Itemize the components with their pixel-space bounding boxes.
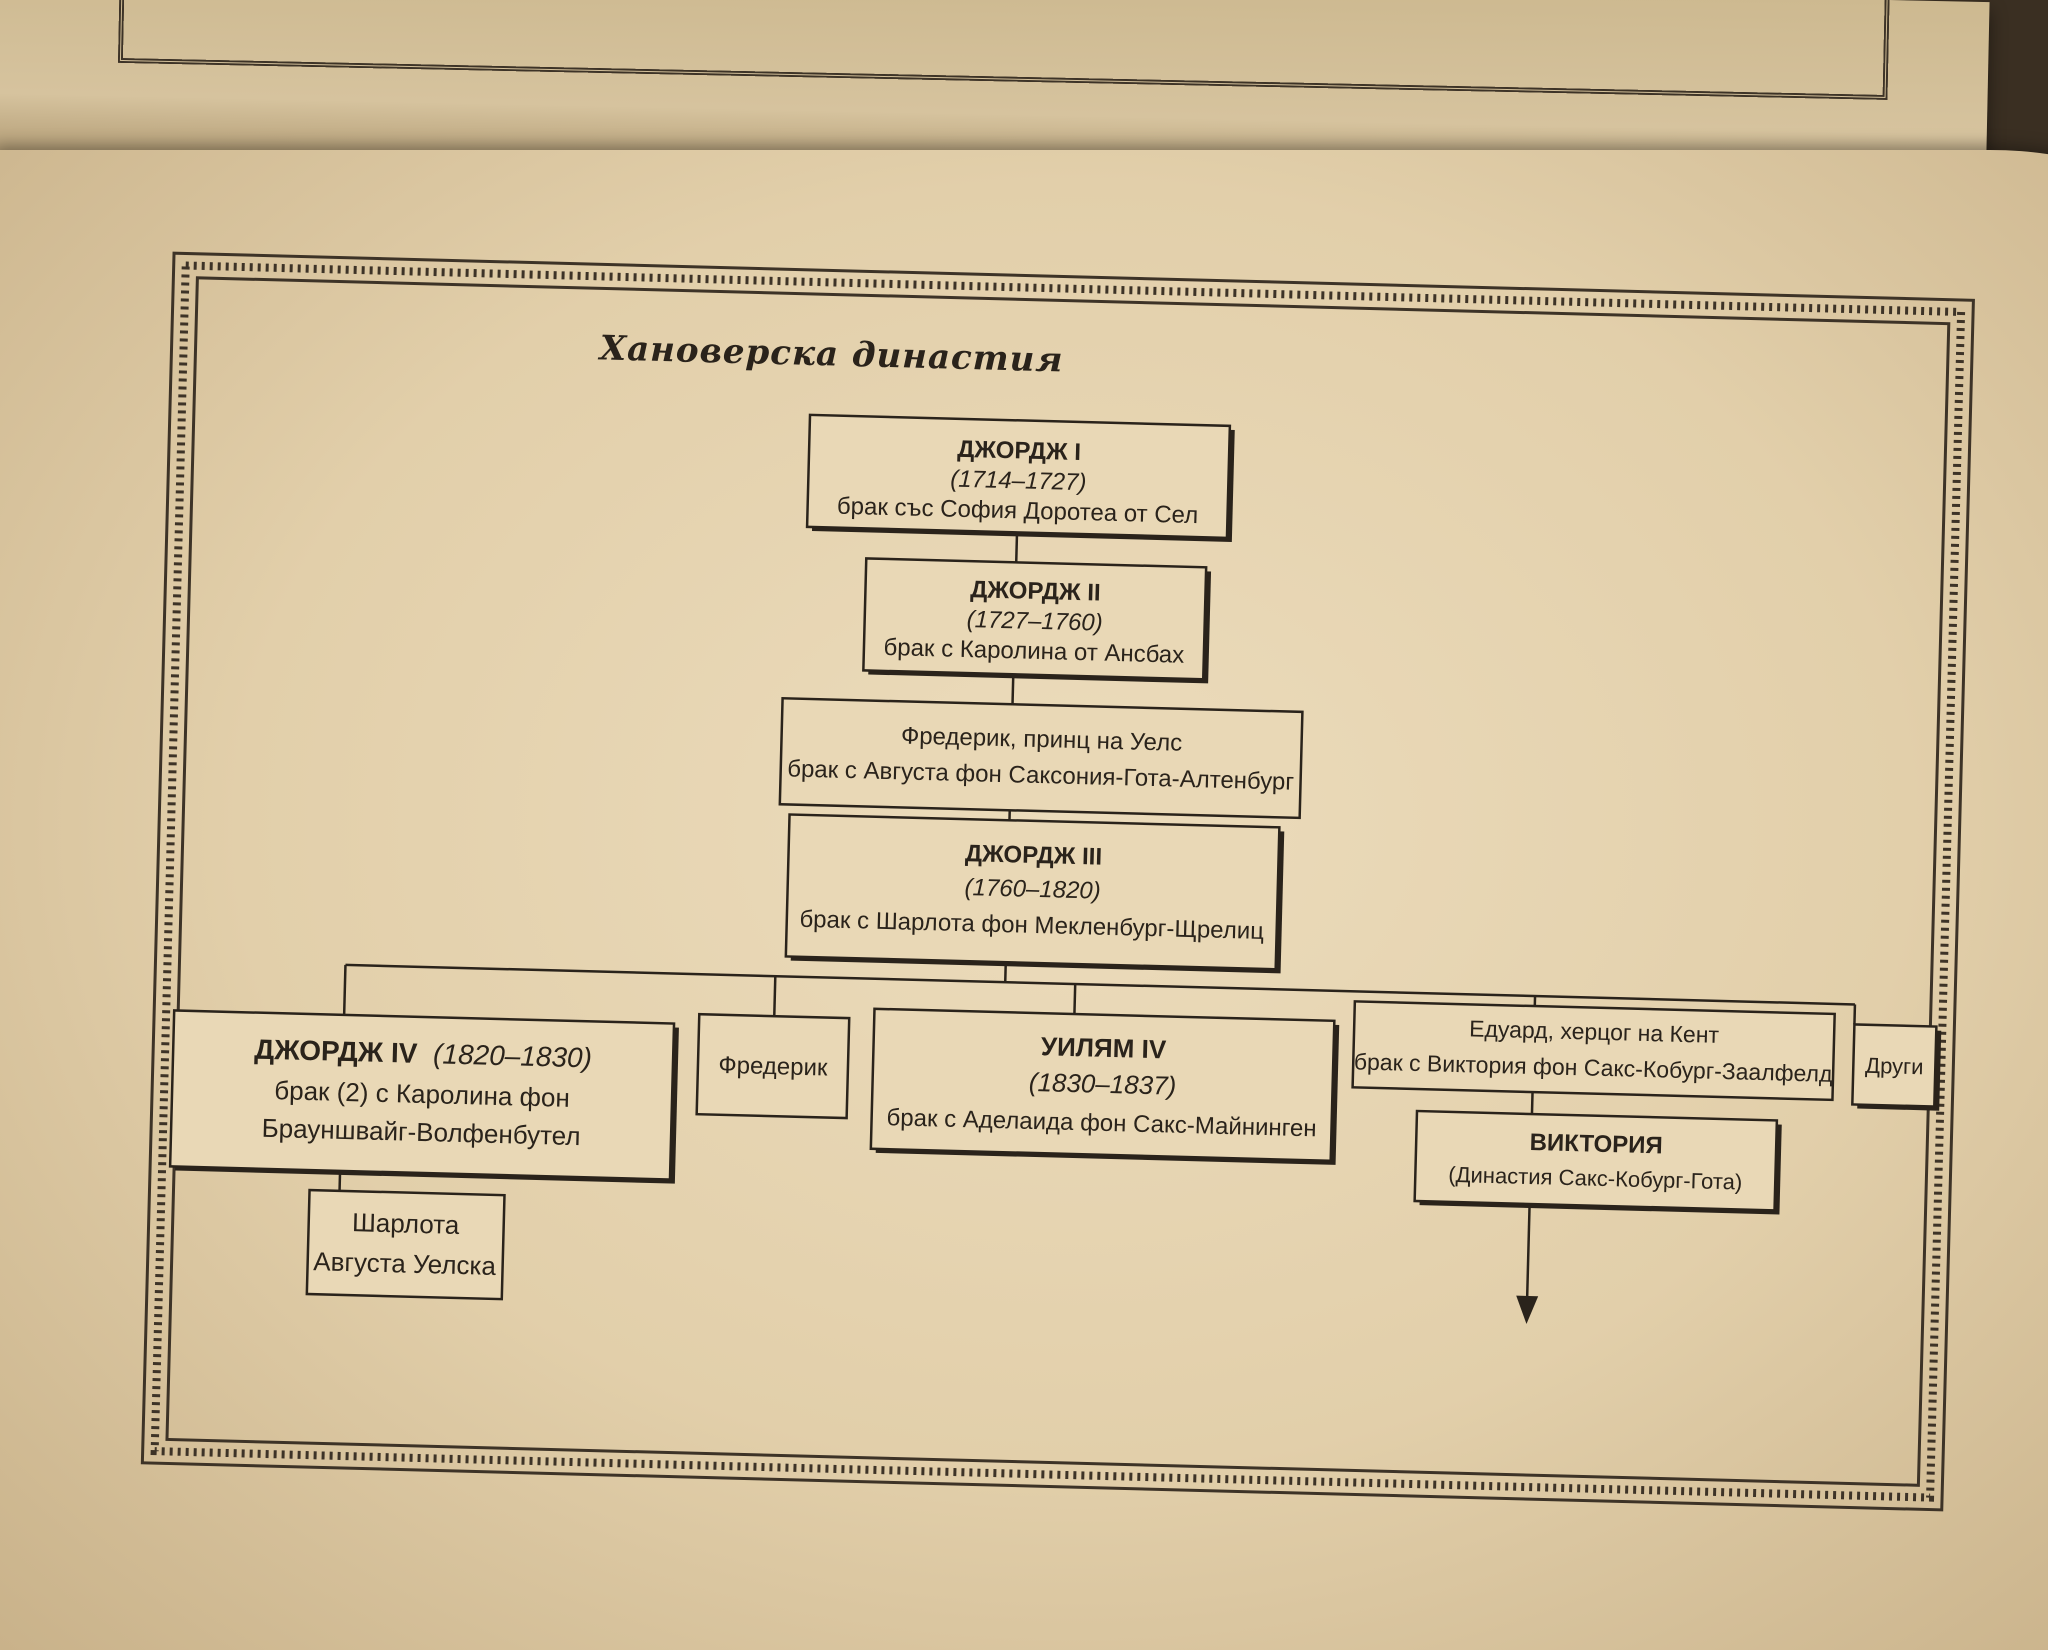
node-name: ДЖОРДЖ II (970, 576, 1101, 606)
family-tree-diagram: Хановерска династия ДЖОРДЖ I (1714–1727)… (0, 0, 2048, 1536)
node-charlotte-augusta: Шарлота Августа Уелска (307, 1190, 505, 1299)
node-others: Други (1852, 1024, 1941, 1110)
node-name: ВИКТОРИЯ (1529, 1129, 1663, 1159)
node-line1: Шарлота (352, 1207, 461, 1240)
node-line2: Августа Уелска (313, 1246, 497, 1281)
node-edward-duke-of-kent: Едуард, херцог на Кент брак с Виктория ф… (1353, 1001, 1835, 1100)
node-name: ДЖОРДЖ I (957, 436, 1081, 466)
node-years: (1727–1760) (966, 606, 1103, 637)
node-name: ДЖОРДЖ III (965, 840, 1103, 871)
node-name: УИЛЯМ IV (1041, 1031, 1168, 1064)
node-george-iv: ДЖОРДЖ IV (1820–1830) брак (2) с Каролин… (170, 1010, 679, 1183)
node-years: (1760–1820) (964, 874, 1101, 905)
node-george-iii: ДЖОРДЖ III (1760–1820) брак с Шарлота фо… (786, 814, 1285, 973)
node-name: ДЖОРДЖ IV (254, 1034, 418, 1069)
diagram-title: Хановерска династия (597, 328, 1064, 380)
down-arrow-icon (1515, 1296, 1538, 1325)
node-years: (1714–1727) (950, 466, 1087, 497)
node-name: Други (1865, 1053, 1924, 1080)
node-frederick: Фредерик (697, 1014, 850, 1118)
node-george-ii: ДЖОРДЖ II (1727–1760) брак с Каролина от… (863, 558, 1211, 683)
node-william-iv: УИЛЯМ IV (1830–1837) брак с Аделаида фон… (871, 1009, 1340, 1165)
node-years: (1820–1830) (433, 1038, 593, 1073)
node-george-i: ДЖОРДЖ I (1714–1727) брак със София Доро… (807, 415, 1235, 542)
node-years: (1830–1837) (1029, 1067, 1177, 1101)
node-frederick-prince-of-wales: Фредерик, принц на Уелс брак с Августа ф… (780, 698, 1303, 818)
node-victoria: ВИКТОРИЯ (Династия Сакс-Кобург-Гота) (1415, 1111, 1782, 1215)
node-name: Фредерик (718, 1052, 828, 1082)
